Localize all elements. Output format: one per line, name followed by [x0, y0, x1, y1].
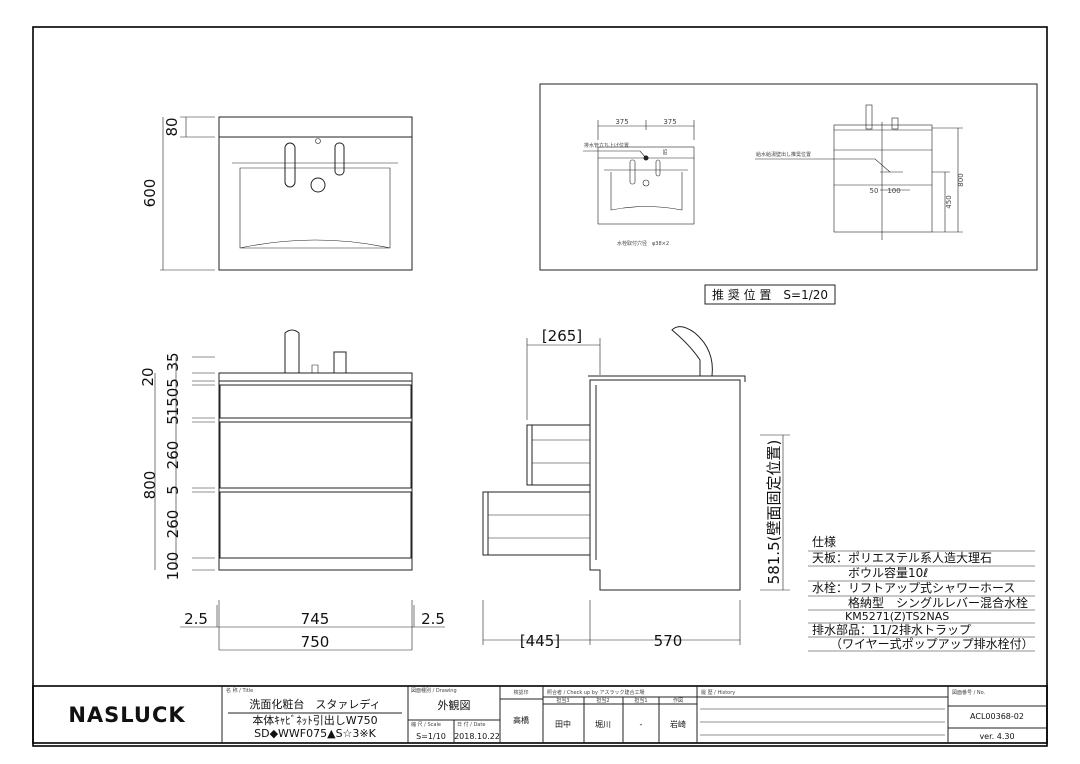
dim-top-80: 80 [163, 117, 181, 136]
label: ver. 4.30 [979, 732, 1014, 741]
label: 150 [164, 388, 182, 417]
lever-top-icon [334, 142, 345, 176]
label: 高橋 [513, 715, 529, 725]
label: ACL00368-02 [970, 712, 1024, 721]
faucet-front-icon [284, 329, 300, 373]
label: 5 [164, 378, 182, 388]
label: 100 [164, 552, 182, 581]
label: 375 [615, 118, 628, 126]
label: 745 [301, 610, 330, 628]
dim-265: [265] [542, 327, 582, 345]
label: 洗面化粧台 スタァレディ [249, 697, 380, 711]
spec-line: 格納型 シングルレバー混合水栓 [812, 595, 1028, 610]
label: 堀川 [595, 720, 611, 729]
label: 375 [663, 118, 676, 126]
dim-wall-fix: 581.5(壁面固定位置) [765, 440, 783, 585]
label: 田中 [555, 719, 571, 729]
label: 担当3 [556, 697, 569, 704]
dim-445: [445] [520, 632, 560, 650]
spec-line: 天板：ポリエステル系人造大理石 [812, 551, 992, 565]
label: 検認印 [513, 689, 528, 696]
faucet-top-icon [284, 142, 296, 188]
front-view [154, 329, 445, 651]
label: 35 [164, 352, 182, 371]
spec-line: 水栓：リフトアップ式シャワーホース [812, 580, 1015, 595]
label: 本体ｷｬﾋﾞﾈｯﾄ引出しW750 [252, 713, 377, 727]
spec-table: 仕様 天板：ポリエステル系人造大理石 ボウル容量10ℓ 水栓：リフトアップ式シャ… [808, 535, 1035, 652]
inset-caption: 推 奨 位 置 S=1/20 [712, 287, 828, 302]
spec-line: KM5271(Z)TS2NAS [812, 610, 949, 623]
label: 260 [164, 441, 182, 470]
lever-front-icon [333, 351, 347, 373]
label: 100 [887, 187, 900, 195]
spec-line: （ワイヤー式ポップアップ排水栓付） [812, 636, 1034, 651]
label: 2018.10.22 [454, 732, 500, 741]
drawing-border [32, 26, 1048, 747]
label: 5 [164, 415, 182, 425]
brand-logo: NASLUCK [68, 703, 185, 727]
front-left-dims: 35 20 5 150 5 260 5 260 100 800 2.5 745 … [139, 352, 445, 651]
recommended-position-inset: 375 375 排水管立ち上げ位置 85 水栓取付穴径 φ38×2 給水給湯壁出… [539, 83, 1038, 305]
drain-icon [310, 177, 326, 193]
label: 外観図 [438, 698, 471, 712]
label: - [640, 720, 643, 729]
label: SD◆WWF075▲S☆3※K [254, 727, 377, 740]
label: 照合者 / Check up by アスラック建合工場 [547, 689, 645, 696]
label: 水栓取付穴径 φ38×2 [617, 240, 669, 247]
dim-height-800: 800 [141, 471, 159, 500]
label: 履 歴 / History [701, 690, 735, 696]
label: 750 [301, 633, 330, 651]
label: 担当2 [596, 697, 609, 704]
label: 作図 [673, 697, 683, 704]
label: 450 [945, 195, 953, 208]
label: 担当1 [634, 697, 647, 704]
label: 仕様 [812, 535, 836, 549]
label: 800 [957, 173, 965, 186]
label: 日 付 / Date [457, 721, 485, 728]
label: 260 [164, 510, 182, 539]
label: 図面番号 / No. [952, 689, 986, 696]
label: 20 [139, 367, 157, 386]
label: 50 [870, 187, 879, 195]
side-view: [265] [445] 570 581.5(壁面固定位置) [482, 326, 790, 650]
label: 名 称 / Title [226, 687, 253, 694]
label: 2.5 [421, 610, 445, 628]
spec-line: ボウル容量10ℓ [812, 565, 928, 580]
label: 図面種別 / Drawing [411, 687, 457, 694]
label: 排水管立ち上げ位置 [584, 142, 629, 149]
title-block: NASLUCK 名 称 / Title 洗面化粧台 スタァレディ 本体ｷｬﾋﾞﾈ… [32, 685, 1048, 744]
label: 岩崎 [670, 719, 686, 729]
label: 85 [663, 149, 669, 155]
shower-faucet-icon [671, 326, 713, 377]
spec-line: 排水部品：11/2排水トラップ [812, 622, 971, 637]
label: 縮 尺 / Scale [411, 721, 441, 728]
label: 5 [164, 485, 182, 495]
label: 2.5 [184, 610, 208, 628]
top-view: 80 600 [141, 116, 413, 271]
dim-570: 570 [654, 632, 683, 650]
label: S=1/10 [416, 732, 446, 741]
label: 給水給湯壁出し推奨位置 [756, 151, 811, 158]
dim-depth-600: 600 [141, 179, 159, 208]
